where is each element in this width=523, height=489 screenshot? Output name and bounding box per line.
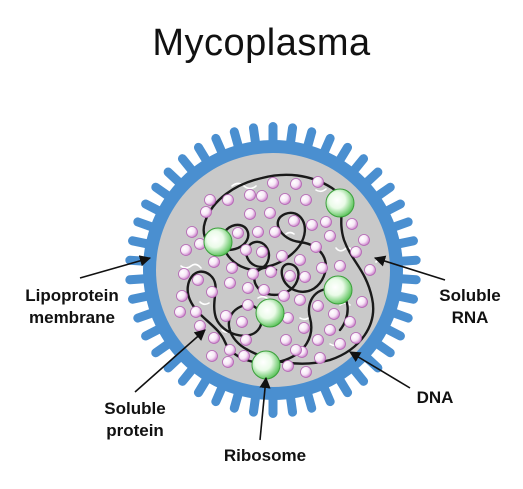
label-soluble-protein-line1: Soluble xyxy=(104,399,166,418)
soluble-protein xyxy=(224,277,236,289)
soluble-protein xyxy=(240,334,252,346)
soluble-protein xyxy=(264,207,276,219)
soluble-protein xyxy=(290,178,302,190)
soluble-protein xyxy=(316,262,328,274)
soluble-protein xyxy=(242,282,254,294)
soluble-protein xyxy=(346,218,358,230)
soluble-protein xyxy=(334,260,346,272)
soluble-protein xyxy=(284,270,296,282)
soluble-protein xyxy=(180,244,192,256)
label-dna: DNA xyxy=(416,388,454,407)
ribosome xyxy=(325,188,355,218)
soluble-protein xyxy=(208,332,220,344)
soluble-protein xyxy=(220,310,232,322)
soluble-protein xyxy=(312,334,324,346)
soluble-protein xyxy=(265,266,277,278)
soluble-protein xyxy=(232,227,244,239)
soluble-protein xyxy=(324,324,336,336)
soluble-protein xyxy=(314,352,326,364)
soluble-protein xyxy=(267,177,279,189)
soluble-protein xyxy=(244,208,256,220)
soluble-protein xyxy=(244,189,256,201)
arrow-ribosome xyxy=(259,376,271,441)
soluble-protein xyxy=(236,316,248,328)
soluble-protein xyxy=(290,344,302,356)
soluble-protein xyxy=(204,194,216,206)
arrow-dna xyxy=(349,351,411,389)
soluble-protein xyxy=(258,284,270,296)
soluble-protein xyxy=(194,320,206,332)
soluble-protein xyxy=(206,350,218,362)
soluble-protein xyxy=(256,246,268,258)
label-lipoprotein-membrane: Lipoprotein membrane xyxy=(10,285,134,329)
ribosome xyxy=(255,298,285,328)
soluble-protein xyxy=(256,190,268,202)
soluble-protein xyxy=(300,366,312,378)
soluble-protein xyxy=(334,338,346,350)
soluble-protein xyxy=(222,194,234,206)
soluble-protein xyxy=(356,296,368,308)
soluble-protein xyxy=(324,230,336,242)
arrow-lipoprotein-membrane xyxy=(79,255,152,279)
soluble-protein xyxy=(364,264,376,276)
soluble-protein xyxy=(344,316,356,328)
soluble-protein xyxy=(288,215,300,227)
soluble-protein xyxy=(300,194,312,206)
ribosome xyxy=(203,227,233,257)
label-arrows xyxy=(79,255,446,441)
soluble-protein xyxy=(247,268,259,280)
ribosomes xyxy=(203,188,355,380)
soluble-proteins xyxy=(174,176,376,378)
soluble-protein xyxy=(278,290,290,302)
soluble-protein xyxy=(294,254,306,266)
label-soluble-protein: Soluble protein xyxy=(92,398,178,442)
soluble-protein xyxy=(186,226,198,238)
soluble-protein xyxy=(358,234,370,246)
soluble-protein xyxy=(222,356,234,368)
soluble-protein xyxy=(226,262,238,274)
ribosome xyxy=(323,275,353,305)
soluble-protein xyxy=(328,308,340,320)
soluble-protein xyxy=(294,294,306,306)
soluble-protein xyxy=(224,344,236,356)
arrow-soluble-protein xyxy=(134,329,206,393)
diagram-title: Mycoplasma xyxy=(152,22,371,64)
soluble-protein xyxy=(208,256,220,268)
soluble-protein xyxy=(252,226,264,238)
soluble-protein xyxy=(350,332,362,344)
soluble-protein xyxy=(200,206,212,218)
soluble-protein xyxy=(299,271,311,283)
soluble-protein xyxy=(312,300,324,312)
soluble-protein xyxy=(176,290,188,302)
soluble-protein xyxy=(312,176,324,188)
soluble-protein xyxy=(190,306,202,318)
label-soluble-rna-line2: RNA xyxy=(451,308,489,327)
soluble-protein xyxy=(280,334,292,346)
soluble-protein xyxy=(206,286,218,298)
soluble-protein xyxy=(174,306,186,318)
label-lipoprotein-line2: membrane xyxy=(29,308,115,327)
label-lipoprotein-line1: Lipoprotein xyxy=(25,286,119,305)
soluble-protein xyxy=(238,350,250,362)
ribosome xyxy=(251,350,281,380)
soluble-protein xyxy=(320,216,332,228)
soluble-protein xyxy=(298,322,310,334)
soluble-protein xyxy=(276,250,288,262)
soluble-protein xyxy=(240,244,252,256)
label-ribosome: Ribosome xyxy=(223,446,307,465)
soluble-protein xyxy=(310,241,322,253)
soluble-protein xyxy=(192,274,204,286)
soluble-protein xyxy=(350,246,362,258)
soluble-protein xyxy=(306,219,318,231)
soluble-protein xyxy=(279,193,291,205)
soluble-protein xyxy=(242,299,254,311)
soluble-protein xyxy=(282,360,294,372)
label-soluble-rna: Soluble RNA xyxy=(430,285,510,329)
label-soluble-rna-line1: Soluble xyxy=(439,286,501,305)
soluble-protein xyxy=(269,226,281,238)
label-soluble-protein-line2: protein xyxy=(106,421,164,440)
arrow-soluble-rna xyxy=(373,255,446,281)
soluble-protein xyxy=(178,268,190,280)
